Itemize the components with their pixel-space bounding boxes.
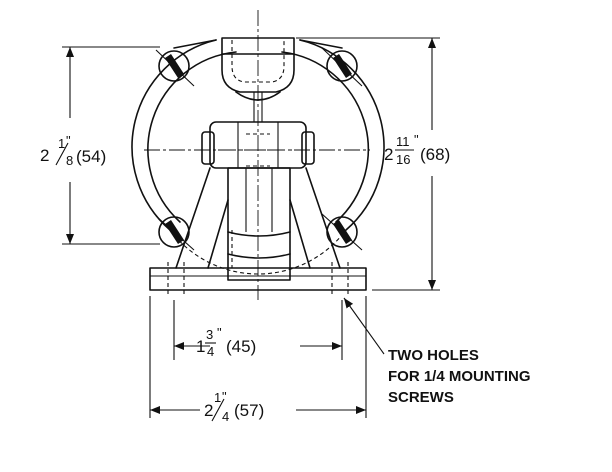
width-overall-in-mark: " <box>222 389 227 404</box>
height-overall-in-mark: " <box>414 132 419 147</box>
note-leader <box>343 297 385 355</box>
base-plate <box>149 262 367 296</box>
height-holes-den: 8 <box>66 153 73 168</box>
width-holes-mm: (45) <box>226 337 256 356</box>
width-holes-den: 4 <box>207 344 214 359</box>
height-overall-num: 11 <box>396 134 410 149</box>
note-line-1: TWO HOLES <box>388 347 479 364</box>
height-overall-mm: (68) <box>420 145 450 164</box>
height-overall-whole: 2 <box>384 145 393 164</box>
height-holes-num: 1 <box>58 136 65 151</box>
width-holes-whole: 1 <box>196 337 205 356</box>
dim-width-holes: 1 3 4 " (45) <box>174 325 342 359</box>
top-clamp <box>221 37 295 122</box>
height-holes-whole: 2 <box>40 146 49 165</box>
height-holes-mm: (54) <box>76 147 106 166</box>
extension-lines <box>62 37 440 418</box>
side-gussets <box>175 167 341 269</box>
screw-top-left <box>155 49 195 87</box>
screw-bottom-right <box>321 213 363 251</box>
screw-bottom-left <box>155 215 195 251</box>
note-line-3: SCREWS <box>388 389 454 406</box>
dim-height-holes: 2 1 8 " (54) <box>40 47 106 244</box>
height-overall-den: 16 <box>396 152 410 167</box>
width-overall-mm: (57) <box>234 401 264 420</box>
width-holes-in-mark: " <box>217 325 222 340</box>
width-overall-num: 1 <box>214 390 221 405</box>
width-holes-num: 3 <box>206 327 213 342</box>
note-line-2: FOR 1/4 MOUNTING <box>388 368 531 385</box>
dim-width-overall: 2 1 4 " (57) <box>150 389 366 424</box>
mounting-note: TWO HOLES FOR 1/4 MOUNTING SCREWS <box>388 347 531 406</box>
height-holes-in-mark: " <box>66 133 71 148</box>
width-overall-whole: 2 <box>204 401 213 420</box>
screw-top-right <box>321 47 363 87</box>
housing-ring <box>131 39 385 275</box>
width-overall-den: 4 <box>222 409 229 424</box>
dim-height-overall: 2 11 16 " (68) <box>384 38 450 290</box>
screws <box>155 47 363 251</box>
link-body <box>227 167 291 281</box>
